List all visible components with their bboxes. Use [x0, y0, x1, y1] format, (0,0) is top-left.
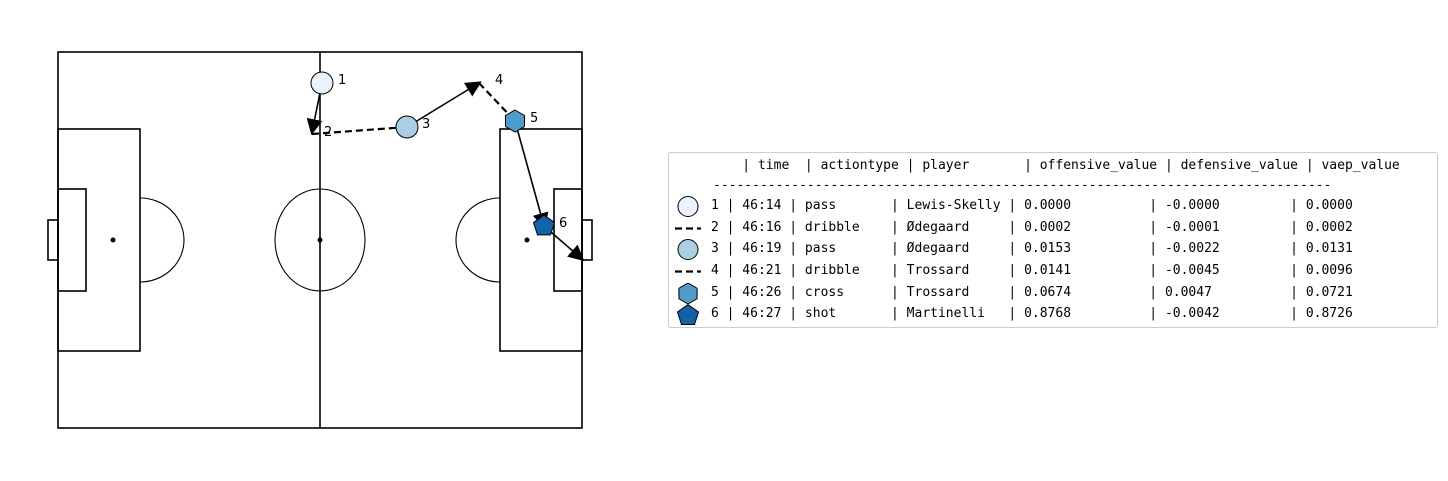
action-number: 2: [324, 125, 332, 140]
action-legend: | time | actiontype | player | offensive…: [668, 152, 1438, 328]
action-markers: [310, 71, 556, 236]
action-number: 1: [338, 73, 346, 88]
legend-row-6: 6 | 46:27 | shot | Martinelli | 0.8768 |…: [669, 304, 1437, 325]
legend-row-text: 3 | 46:19 | pass | Ødegaard | 0.0153 | -…: [711, 241, 1353, 256]
right-penalty-spot: [524, 237, 530, 243]
pitch-lines: [47, 51, 593, 429]
circle-marker-icon: [677, 196, 699, 217]
action-1-marker: [310, 71, 334, 95]
center-spot: [317, 237, 323, 243]
legend-row-text: 5 | 46:26 | cross | Trossard | 0.0674 | …: [711, 285, 1353, 300]
right-penalty-arc: [455, 197, 501, 283]
action-number: 4: [495, 73, 503, 88]
legend-separator: ----------------------------------------…: [713, 178, 1332, 193]
legend-row-text: 6 | 46:27 | shot | Martinelli | 0.8768 |…: [711, 306, 1353, 321]
left-penalty-box: [57, 128, 141, 352]
action-2-dribble-line: [311, 125, 408, 136]
action-5-cross-arrow: [514, 120, 549, 230]
legend-row-text: 2 | 46:16 | dribble | Ødegaard | 0.0002 …: [711, 220, 1353, 235]
right-goal: [581, 219, 593, 261]
action-3-pass-arrow: [406, 81, 482, 128]
circle-marker-icon: [677, 239, 699, 260]
action-number: 6: [559, 216, 567, 231]
hexagon-marker-icon: [678, 283, 698, 304]
legend-row-2: 2 | 46:16 | dribble | Ødegaard | 0.0002 …: [669, 218, 1437, 239]
right-six-yard-box: [553, 188, 583, 292]
legend-row-text: 4 | 46:21 | dribble | Trossard | 0.0141 …: [711, 263, 1353, 278]
football-pitch: 1 2 3 4 5 6: [47, 51, 593, 429]
action-6-marker: [532, 214, 556, 236]
right-penalty-box: [499, 128, 583, 352]
left-six-yard-box: [57, 188, 87, 292]
legend-row-5: 5 | 46:26 | cross | Trossard | 0.0674 | …: [669, 283, 1437, 304]
left-goal: [47, 219, 59, 261]
pentagon-marker-icon: [676, 304, 700, 325]
action-4-dribble-line: [478, 82, 516, 122]
dashed-line-icon: [675, 227, 701, 230]
action-number: 3: [422, 117, 430, 132]
legend-row-4: 4 | 46:21 | dribble | Trossard | 0.0141 …: [669, 261, 1437, 282]
action-numbers: 1 2 3 4 5 6: [324, 73, 567, 231]
center-circle: [274, 188, 366, 292]
legend-header: | time | actiontype | player | offensive…: [711, 158, 1400, 173]
left-penalty-spot: [110, 237, 116, 243]
legend-row-1: 1 | 46:14 | pass | Lewis-Skelly | 0.0000…: [669, 196, 1437, 217]
action-3-marker: [395, 115, 419, 139]
legend-row-text: 1 | 46:14 | pass | Lewis-Skelly | 0.0000…: [711, 198, 1353, 213]
dashed-line-icon: [675, 270, 701, 273]
action-number: 5: [530, 111, 538, 126]
legend-row-3: 3 | 46:19 | pass | Ødegaard | 0.0153 | -…: [669, 239, 1437, 260]
action-5-marker: [505, 109, 525, 133]
left-penalty-arc: [139, 197, 185, 283]
